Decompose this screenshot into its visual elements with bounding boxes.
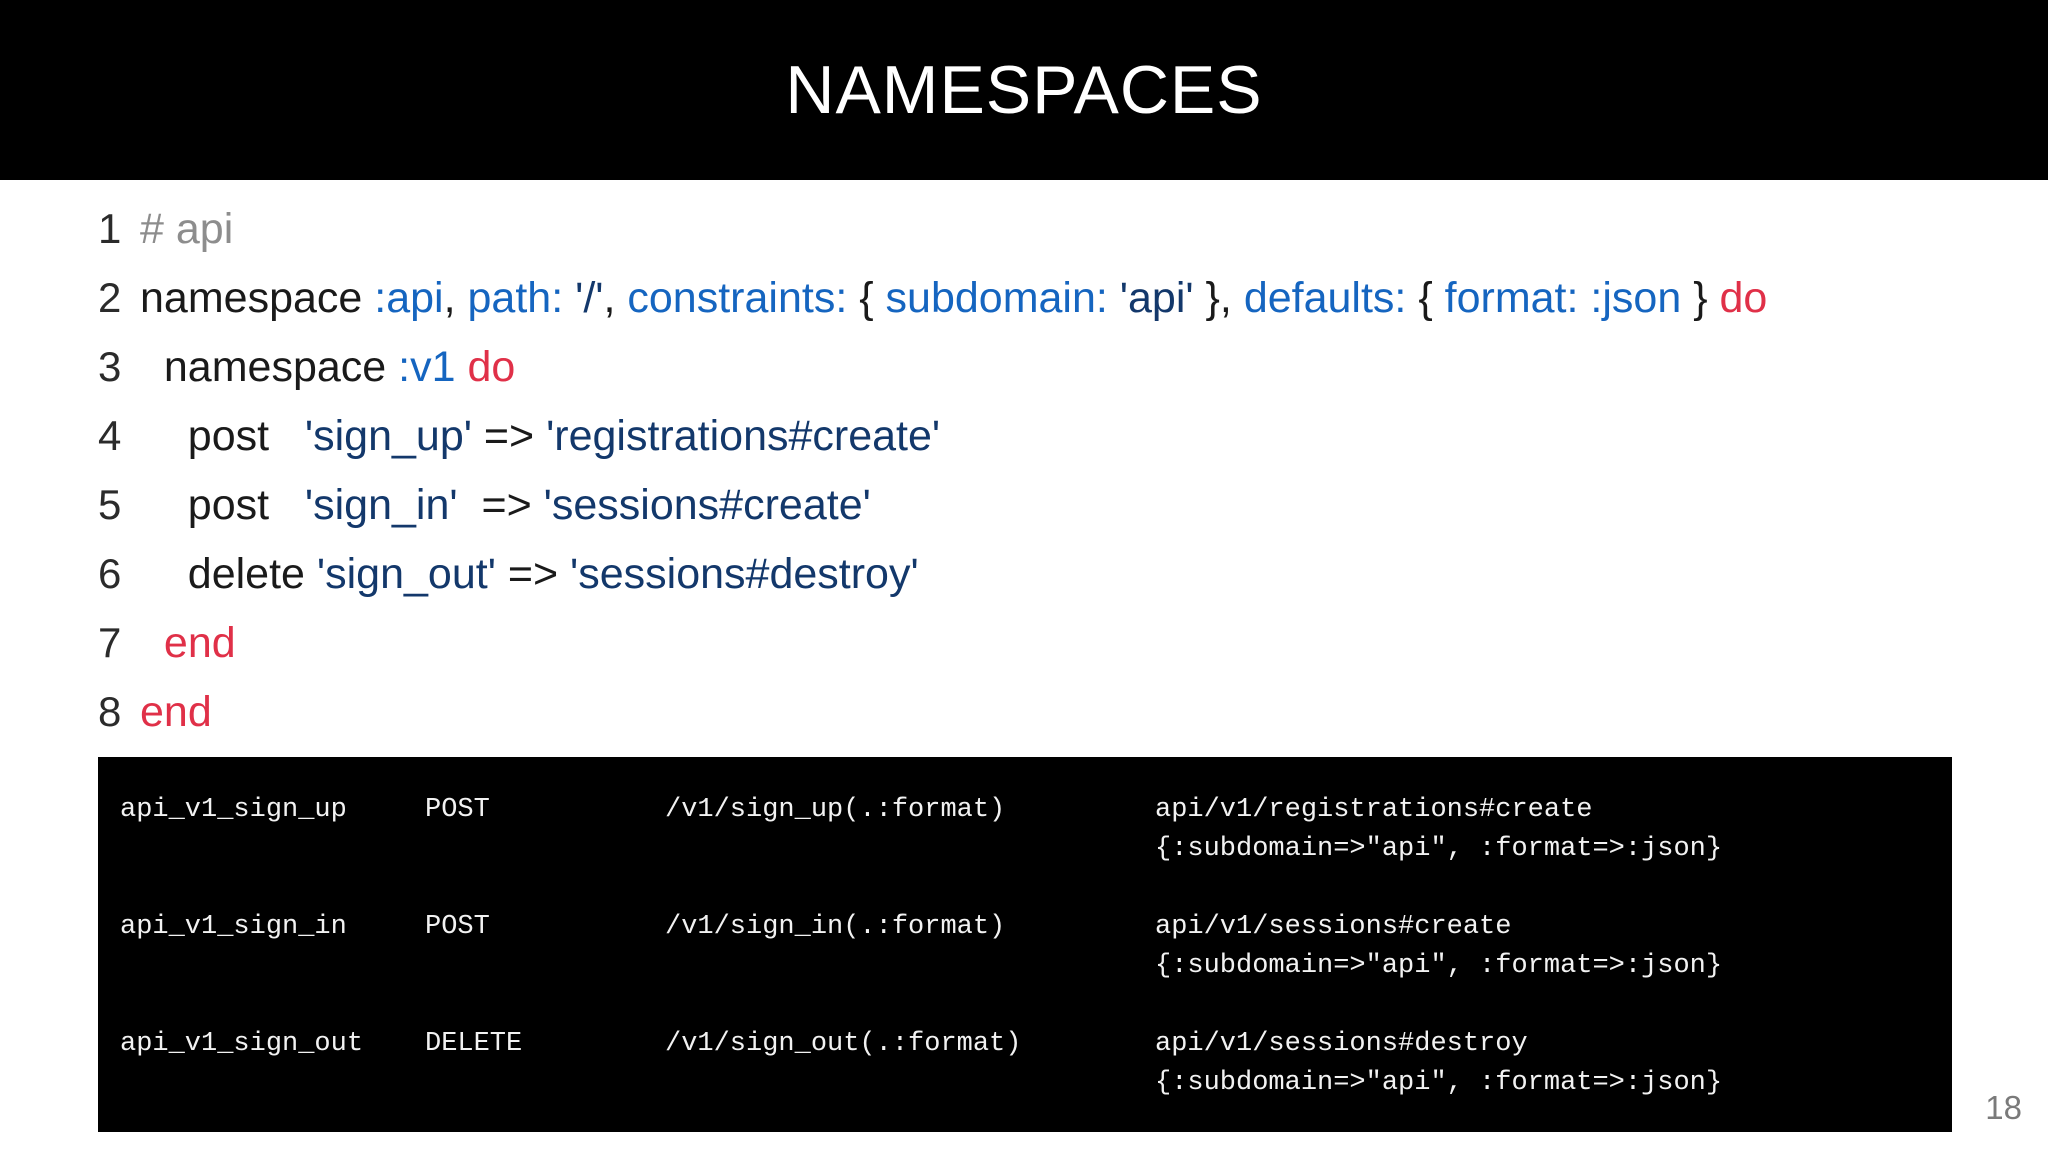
code-token-plain (1578, 274, 1590, 322)
code-token-symbol: subdomain: (885, 274, 1108, 322)
code-token-symbol: constraints: (627, 274, 848, 322)
terminal-uri-pattern: /v1/sign_in(.:format) (665, 912, 1006, 942)
code-line: 7 end (98, 608, 1998, 677)
terminal-route-options: {:subdomain=>"api", :format=>:json} (1155, 951, 1723, 981)
code-token-plain: { (1406, 274, 1445, 322)
code-token-keyword: end (163, 619, 236, 667)
code-token-string: 'sign_out' (316, 550, 496, 598)
code-token-plain: namespace (140, 343, 399, 391)
code-token-string: 'api' (1119, 274, 1194, 322)
code-token-string: 'sign_up' (304, 412, 472, 460)
terminal-route-name: api_v1_sign_in (120, 912, 347, 942)
code-token-keyword: do (467, 343, 516, 391)
code-token-plain: , (443, 274, 468, 322)
code-line-text: # api (140, 195, 233, 264)
code-line: 6 delete 'sign_out' => 'sessions#destroy… (98, 539, 1998, 608)
code-line: 8 end (98, 677, 1998, 746)
page-title: NAMESPACES (785, 52, 1263, 128)
code-line-number: 8 (98, 688, 122, 735)
code-line-text: namespace :v1 do (140, 333, 515, 402)
terminal-uri-pattern: /v1/sign_up(.:format) (665, 795, 1006, 825)
code-token-plain: , (603, 274, 628, 322)
code-token-string: 'sessions#destroy' (570, 550, 919, 598)
slide-title-bar: NAMESPACES (0, 0, 2048, 180)
code-token-plain: => (471, 412, 547, 460)
code-line: 1 # api (98, 194, 1998, 263)
terminal-controller-action: api/v1/sessions#create (1155, 912, 1512, 942)
code-token-plain: => (495, 550, 571, 598)
code-line-number: 4 (98, 412, 122, 459)
code-token-string: 'sessions#create' (543, 481, 871, 529)
code-line: 4 post 'sign_up' => 'registrations#creat… (98, 401, 1998, 470)
page-number: 18 (1985, 1089, 2022, 1126)
code-token-plain: delete (140, 550, 317, 598)
terminal-row: api_v1_sign_out DELETE/v1/sign_out(.:form… (120, 1025, 1952, 1132)
code-token-string: '/' (575, 274, 604, 322)
code-line-text: end (140, 678, 212, 747)
code-token-comment: # api (140, 205, 234, 253)
terminal-verb: POST (425, 795, 490, 825)
terminal-controller-action: api/v1/sessions#destroy (1155, 1029, 1528, 1059)
code-token-plain: post (140, 412, 305, 460)
terminal-route-options: {:subdomain=>"api", :format=>:json} (1155, 834, 1723, 864)
code-token-symbol: :v1 (398, 343, 456, 391)
code-line: 3 namespace :v1 do (98, 332, 1998, 401)
code-line-text: delete 'sign_out' => 'sessions#destroy' (140, 540, 919, 609)
code-line-text: end (140, 609, 236, 678)
terminal-row: api_v1_sign_in POST/v1/sign_in(.:format) a… (120, 908, 1952, 1025)
code-token-symbol: format: (1444, 274, 1579, 322)
code-token-keyword: end (140, 688, 212, 736)
code-token-plain (456, 343, 468, 391)
code-token-symbol: defaults: (1243, 274, 1407, 322)
code-token-plain: { (847, 274, 886, 322)
code-line-number: 7 (98, 619, 122, 666)
terminal-controller-action: api/v1/registrations#create (1155, 795, 1593, 825)
code-line-text: post 'sign_up' => 'registrations#create' (140, 402, 940, 471)
code-token-plain (563, 274, 575, 322)
code-token-string: 'registrations#create' (546, 412, 941, 460)
code-line-number: 1 (98, 205, 122, 252)
code-token-plain (140, 619, 164, 667)
terminal-route-name: api_v1_sign_out (120, 1029, 364, 1059)
terminal-route-options: {:subdomain=>"api", :format=>:json} (1155, 1068, 1723, 1098)
terminal-uri-pattern: /v1/sign_out(.:format) (665, 1029, 1022, 1059)
code-token-plain: => (457, 481, 544, 529)
code-line: 5 post 'sign_in' => 'sessions#create' (98, 470, 1998, 539)
terminal-verb: DELETE (425, 1029, 523, 1059)
code-token-plain: post (140, 481, 305, 529)
code-token-symbol: :json (1590, 274, 1682, 322)
code-listing: 1 # api 2 namespace :api, path: '/', constr… (98, 194, 1998, 746)
terminal-route-name: api_v1_sign_up (120, 795, 347, 825)
code-token-symbol: path: (467, 274, 564, 322)
terminal-row: api_v1_sign_up POST/v1/sign_up(.:format) a… (120, 791, 1952, 908)
code-line-number: 6 (98, 550, 122, 597)
code-token-plain (1108, 274, 1120, 322)
terminal-verb: POST (425, 912, 490, 942)
code-line-number: 5 (98, 481, 122, 528)
code-line-number: 3 (98, 343, 122, 390)
code-line: 2 namespace :api, path: '/', constraints:… (98, 263, 1998, 332)
code-token-plain: namespace (140, 274, 375, 322)
code-token-keyword: do (1719, 274, 1768, 322)
code-line-text: namespace :api, path: '/', constraints: … (140, 264, 1767, 333)
code-token-string: 'sign_in' (304, 481, 458, 529)
code-token-plain: }, (1193, 274, 1244, 322)
code-line-number: 2 (98, 274, 122, 321)
code-line-text: post 'sign_in' => 'sessions#create' (140, 471, 871, 540)
code-token-plain: } (1681, 274, 1720, 322)
code-token-symbol: :api (374, 274, 444, 322)
